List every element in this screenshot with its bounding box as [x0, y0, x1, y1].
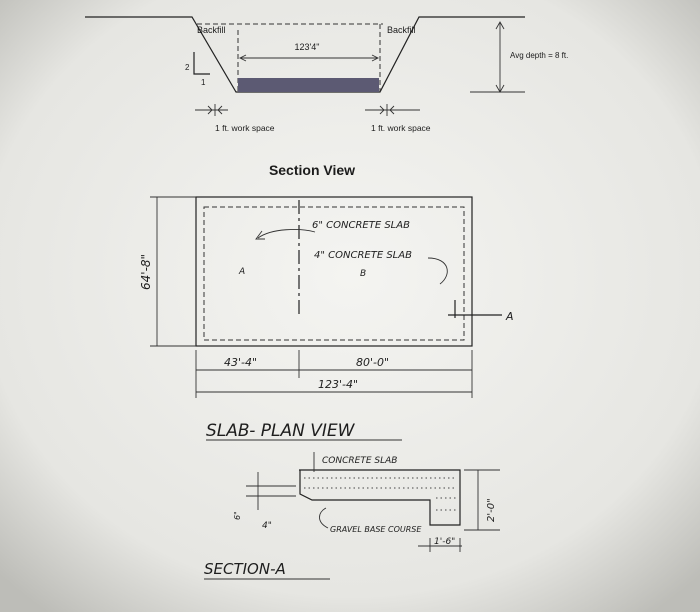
dim-b-label: 80'-0": [356, 356, 389, 369]
leader-arrow-4in: [427, 257, 448, 285]
left-mark: 4": [262, 521, 272, 531]
width-1ft6-label: 1'-6": [434, 537, 455, 547]
slab-block: [238, 78, 379, 92]
slab-inner-dashed: [203, 206, 465, 341]
leader-arrow-6in: [257, 229, 316, 239]
gravel-note: GRAVEL BASE COURSE: [330, 525, 422, 534]
slope-triangle: [193, 52, 210, 75]
section-view: Backfill Backfill 123'4" 2 1 Avg depth =…: [85, 16, 568, 178]
slope-run-label: 1: [201, 78, 206, 87]
work-space-right-label: 1 ft. work space: [371, 123, 431, 133]
width-arrow-right: [371, 54, 380, 62]
dim-a-label: 43'-4": [224, 356, 257, 369]
backfill-left-label: Backfill: [197, 25, 226, 35]
section-view-title: Section View: [269, 162, 355, 178]
section-marker-label: A: [505, 310, 514, 323]
slab-plan-view: 6" CONCRETE SLAB 4" CONCRETE SLAB A B A …: [139, 196, 514, 441]
depth-arrow-top: [495, 21, 505, 30]
gravel-note-leader: [319, 507, 329, 529]
work-space-left-label: 1 ft. work space: [215, 123, 275, 133]
slab-note: CONCRETE SLAB: [322, 456, 397, 466]
left-note: 6": [233, 511, 242, 520]
slab-outline: [195, 196, 473, 347]
footing-section: [299, 469, 461, 526]
height-dimension-label: 64'-8": [139, 254, 153, 290]
leader-arrowhead-6in: [255, 230, 265, 240]
region-a-label: A: [238, 267, 245, 277]
work-space-left-marker: [195, 104, 228, 116]
section-a-title: SECTION-A: [204, 560, 286, 578]
region-b-label: B: [360, 269, 366, 279]
slope-rise-label: 2: [185, 63, 190, 72]
width-arrow-left: [238, 54, 247, 62]
section-a-view: 6" 4" CONCRETE SLAB GRAVEL BASE COURSE 2…: [204, 452, 500, 580]
width-label: 123'4": [295, 42, 320, 52]
note-6in-slab: 6" CONCRETE SLAB: [312, 220, 410, 231]
backfill-right-label: Backfill: [387, 25, 416, 35]
work-space-right-marker: [365, 104, 420, 116]
depth-arrow-bottom: [495, 84, 505, 93]
slab-plan-title: SLAB- PLAN VIEW: [206, 421, 356, 441]
dim-total-label: 123'-4": [318, 378, 358, 391]
depth-label: Avg depth = 8 ft.: [510, 51, 568, 60]
depth-2ft-label: 2'-0": [486, 498, 497, 522]
note-4in-slab: 4" CONCRETE SLAB: [314, 250, 412, 261]
